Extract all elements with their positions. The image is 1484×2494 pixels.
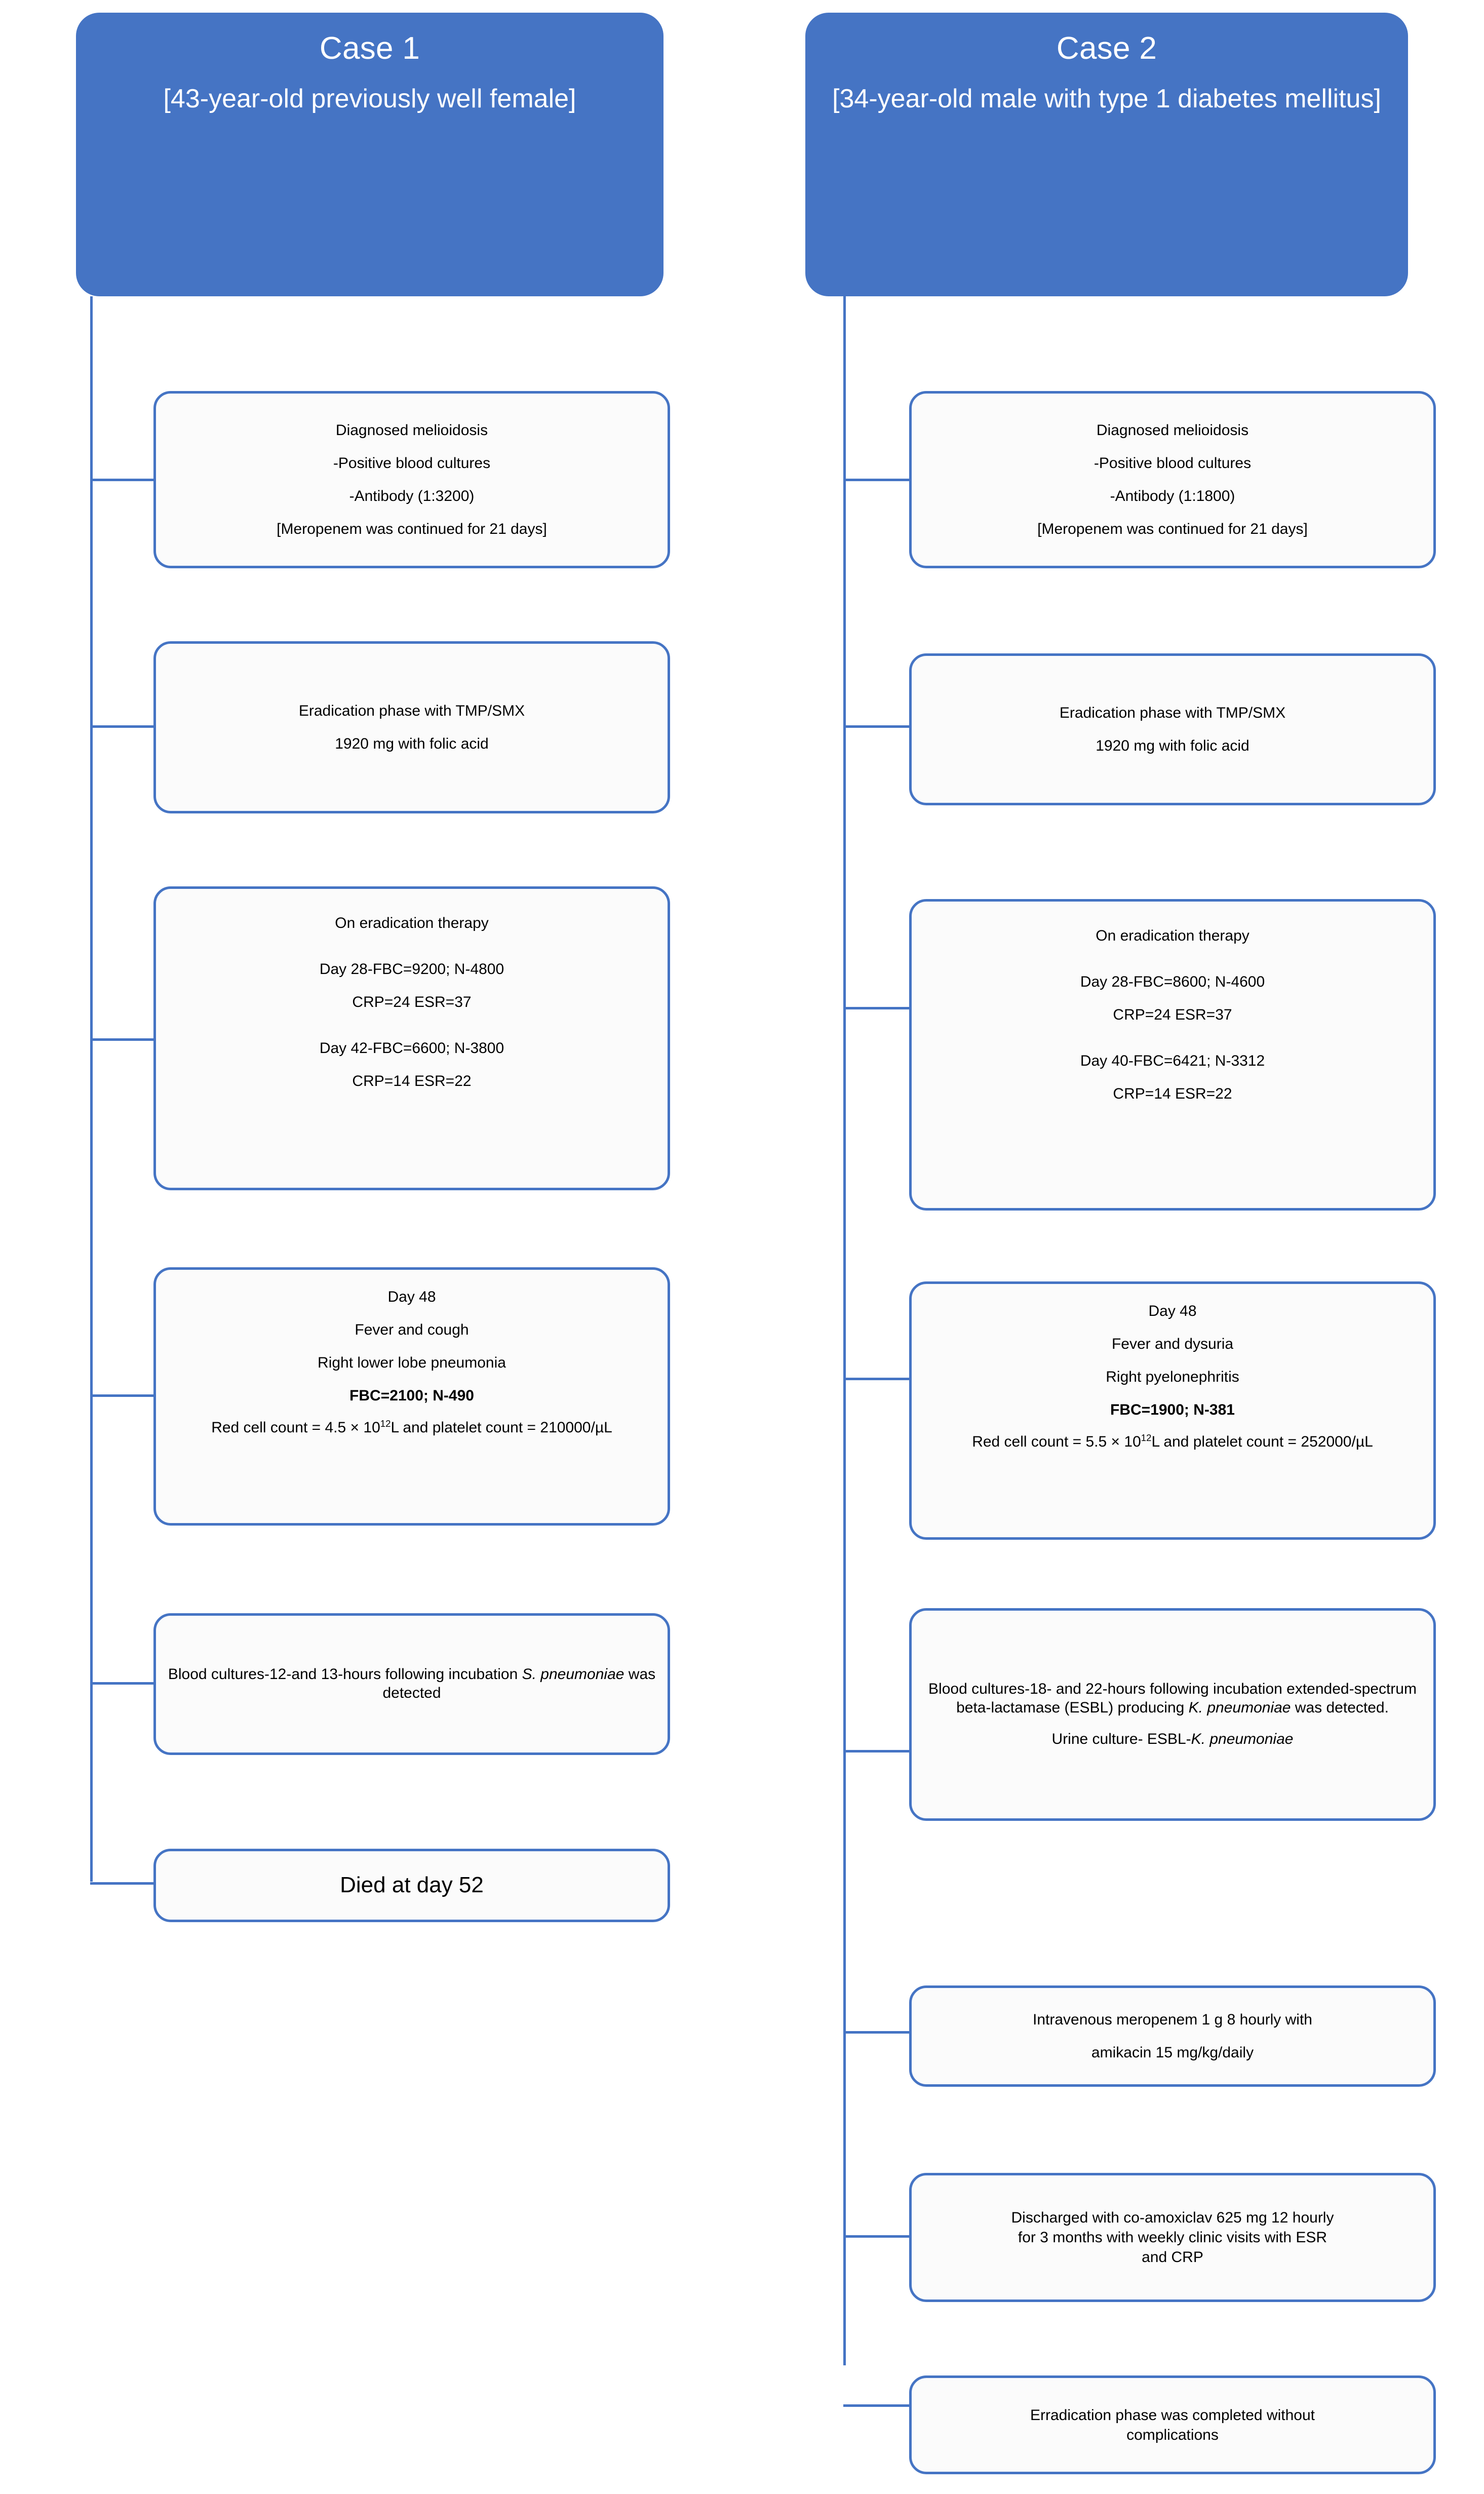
case-2-title: Case 2 <box>1056 31 1157 66</box>
case-2-branch-8 <box>843 2404 909 2407</box>
culture-text-prefix: Blood cultures-18- and 22-hours followin… <box>928 1681 1417 1716</box>
step-line-urine-culture: Urine culture- ESBL-K. pneumoniae <box>922 1730 1423 1749</box>
case-2-branch-6 <box>843 2031 909 2034</box>
case-1-branch-5 <box>90 1682 153 1685</box>
case-1-spine <box>90 296 93 1882</box>
red-cell-count-prefix: Red cell count = 5.5 × 10 <box>972 1433 1141 1450</box>
case-1-branch-6 <box>90 1882 153 1885</box>
case-1-branch-2 <box>90 725 153 728</box>
step-line: -Positive blood cultures <box>1094 455 1252 472</box>
step-line: [Meropenem was continued for 21 days] <box>1037 521 1308 537</box>
step-line: CRP=14 ESR=22 <box>352 1073 472 1089</box>
red-cell-count-prefix: Red cell count = 4.5 × 10 <box>211 1419 380 1436</box>
case-2-step-discharge-plan[interactable]: Discharged with co-amoxiclav 625 mg 12 h… <box>909 2173 1436 2302</box>
step-line-bold: FBC=1900; N-381 <box>1110 1401 1235 1418</box>
step-line: CRP=24 ESR=37 <box>1113 1006 1232 1023</box>
step-line-culture: Blood cultures-12-and 13-hours following… <box>166 1665 657 1702</box>
step-line: and CRP <box>1142 2249 1203 2266</box>
exponent: 12 <box>1141 1432 1152 1443</box>
case-2-subtitle: [34-year-old male with type 1 diabetes m… <box>832 84 1381 114</box>
step-line: amikacin 15 mg/kg/daily <box>1091 2044 1254 2061</box>
step-line: Erradication phase was completed without <box>1030 2406 1315 2424</box>
culture-text-suffix: was detected <box>382 1666 656 1701</box>
urine-culture-prefix: Urine culture- ESBL- <box>1051 1731 1191 1748</box>
organism-name: S. pneumoniae <box>522 1666 624 1683</box>
step-line: Fever and cough <box>355 1321 469 1338</box>
case-2-header: Case 2 [34-year-old male with type 1 dia… <box>805 13 1408 296</box>
case-1-branch-3 <box>90 1038 153 1041</box>
step-line-culture: Blood cultures-18- and 22-hours followin… <box>922 1680 1423 1717</box>
step-line: Fever and dysuria <box>1111 1336 1234 1352</box>
case-1-step-outcome[interactable]: Died at day 52 <box>153 1849 670 1922</box>
case-2-branch-7 <box>843 2235 909 2238</box>
step-line: complications <box>1126 2426 1219 2443</box>
case-2-step-outcome[interactable]: Erradication phase was completed without… <box>909 2375 1436 2474</box>
case-1-step-on-eradication-therapy[interactable]: On eradication therapy Day 28-FBC=9200; … <box>153 886 670 1190</box>
case-1-step-day-48[interactable]: Day 48 Fever and cough Right lower lobe … <box>153 1267 670 1526</box>
step-line: On eradication therapy <box>1096 927 1249 944</box>
step-line: CRP=14 ESR=22 <box>1113 1085 1232 1102</box>
case-1-title: Case 1 <box>319 31 420 66</box>
step-line: for 3 months with weekly clinic visits w… <box>1018 2229 1327 2246</box>
case-1-branch-1 <box>90 479 153 481</box>
red-cell-count-suffix: L and platelet count = 252000/µL <box>1151 1433 1373 1450</box>
case-2-step-on-eradication-therapy[interactable]: On eradication therapy Day 28-FBC=8600; … <box>909 899 1436 1211</box>
step-line: Day 48 <box>1148 1303 1197 1319</box>
step-line: Eradication phase with TMP/SMX <box>298 703 525 719</box>
case-2-branch-2 <box>843 725 909 728</box>
step-line: 1920 mg with folic acid <box>1096 737 1249 754</box>
step-line: Intravenous meropenem 1 g 8 hourly with <box>1033 2011 1312 2028</box>
step-line: Day 42-FBC=6600; N-3800 <box>319 1040 504 1057</box>
case-1-branch-4 <box>90 1394 153 1397</box>
case-1-subtitle: [43-year-old previously well female] <box>163 84 576 114</box>
culture-text-suffix: was detected. <box>1291 1699 1389 1716</box>
step-line: Day 48 <box>387 1289 436 1305</box>
step-line: Day 40-FBC=6421; N-3312 <box>1080 1053 1265 1069</box>
step-line-bold: FBC=2100; N-490 <box>349 1387 474 1404</box>
case-1-step-eradication-phase[interactable]: Eradication phase with TMP/SMX 1920 mg w… <box>153 641 670 813</box>
step-line: Diagnosed melioidosis <box>1096 422 1249 439</box>
red-cell-count-suffix: L and platelet count = 210000/µL <box>390 1419 612 1436</box>
case-2-branch-5 <box>843 1750 909 1752</box>
case-1-step-blood-culture-result[interactable]: Blood cultures-12-and 13-hours following… <box>153 1613 670 1755</box>
step-line: [Meropenem was continued for 21 days] <box>277 521 547 537</box>
organism-name-urine: K. pneumoniae <box>1191 1731 1294 1748</box>
step-line: Right pyelonephritis <box>1106 1369 1239 1385</box>
step-line: Diagnosed melioidosis <box>335 422 488 439</box>
step-line: Eradication phase with TMP/SMX <box>1059 705 1286 721</box>
step-line: -Antibody (1:1800) <box>1110 488 1235 504</box>
step-line: Day 28-FBC=8600; N-4600 <box>1080 973 1265 990</box>
step-line: -Antibody (1:3200) <box>349 488 475 504</box>
exponent: 12 <box>380 1418 391 1429</box>
step-line: -Positive blood cultures <box>333 455 491 472</box>
step-line: 1920 mg with folic acid <box>335 735 489 752</box>
case-1-header: Case 1 [43-year-old previously well fema… <box>76 13 663 296</box>
case-2-branch-4 <box>843 1378 909 1380</box>
case-2-step-diagnosis[interactable]: Diagnosed melioidosis -Positive blood cu… <box>909 391 1436 568</box>
case-2-step-iv-antibiotics[interactable]: Intravenous meropenem 1 g 8 hourly with … <box>909 1985 1436 2087</box>
culture-text-prefix: Blood cultures-12-and 13-hours following… <box>168 1666 522 1683</box>
case-2-spine <box>843 296 846 2365</box>
step-line: Right lower lobe pneumonia <box>318 1354 506 1371</box>
step-line-red-cell-count: Red cell count = 4.5 × 1012L and platele… <box>166 1419 657 1437</box>
case-2-branch-3 <box>843 1007 909 1009</box>
case-2-step-eradication-phase[interactable]: Eradication phase with TMP/SMX 1920 mg w… <box>909 653 1436 805</box>
case-1-step-diagnosis[interactable]: Diagnosed melioidosis -Positive blood cu… <box>153 391 670 568</box>
step-line-red-cell-count: Red cell count = 5.5 × 1012L and platele… <box>922 1433 1423 1452</box>
step-line: CRP=24 ESR=37 <box>352 994 472 1010</box>
step-line-outcome: Died at day 52 <box>340 1873 484 1898</box>
case-2-step-day-48[interactable]: Day 48 Fever and dysuria Right pyeloneph… <box>909 1281 1436 1540</box>
case-2-step-blood-culture-result[interactable]: Blood cultures-18- and 22-hours followin… <box>909 1608 1436 1821</box>
step-line: On eradication therapy <box>335 915 489 931</box>
case-2-branch-1 <box>843 479 909 481</box>
organism-name: K. pneumoniae <box>1188 1699 1291 1716</box>
step-line: Day 28-FBC=9200; N-4800 <box>319 961 504 978</box>
step-line: Discharged with co-amoxiclav 625 mg 12 h… <box>1011 2209 1334 2226</box>
